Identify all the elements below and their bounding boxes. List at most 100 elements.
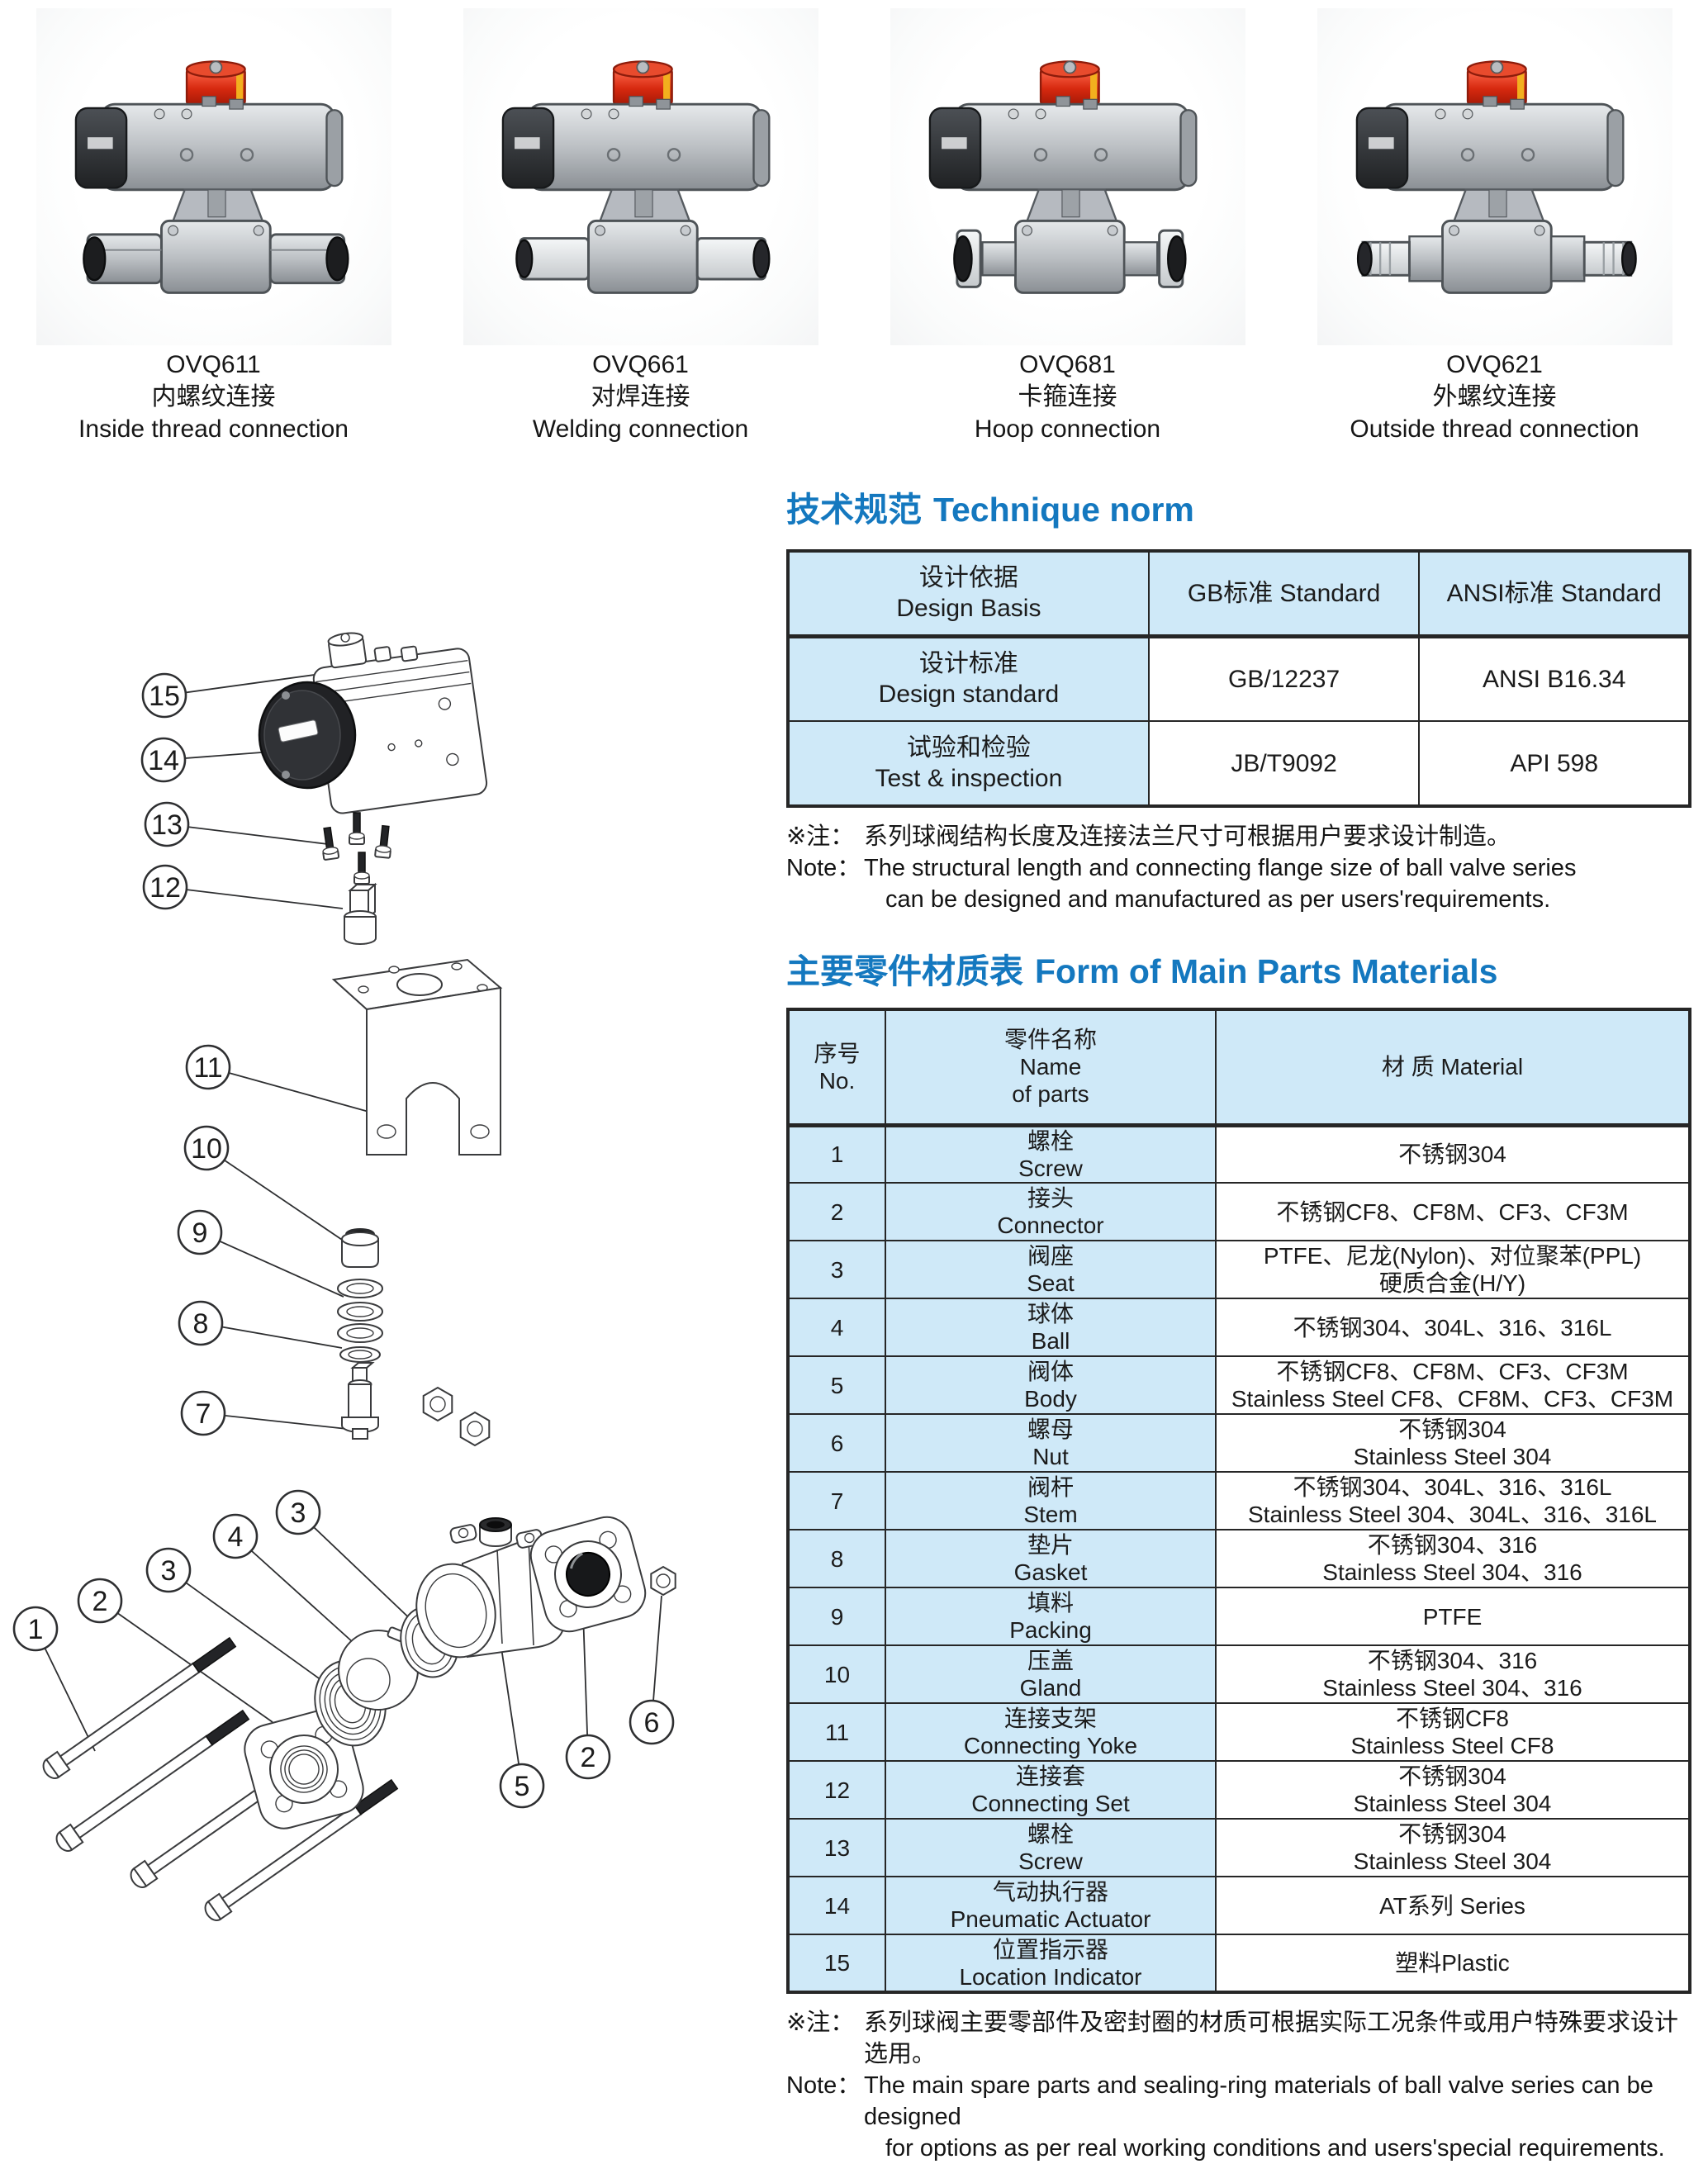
technique-ansi-value: ANSI B16.34	[1418, 635, 1691, 722]
part-material: 不锈钢304 Stainless Steel 304	[1215, 1760, 1691, 1820]
part-ball	[338, 1626, 419, 1711]
part-material-line1: 不锈钢304、316	[1367, 1532, 1538, 1558]
parts-header-name: 零件名称 Name of parts	[885, 1008, 1217, 1127]
part-connecting-set	[344, 882, 377, 945]
actuator-body	[501, 96, 770, 192]
note-label-en: Note：	[786, 2072, 861, 2099]
callout-11: 11	[185, 1044, 231, 1090]
callout-15: 15	[141, 672, 187, 719]
part-actuator-end-cap	[258, 681, 357, 790]
heading-en: Form of Main Parts Materials	[1035, 952, 1498, 990]
technique-header-gb: GB标准 Standard	[1147, 550, 1421, 638]
part-material-line2: 硬质合金(H/Y)	[1378, 1270, 1526, 1296]
part-material-line1: 不锈钢304	[1398, 1763, 1506, 1789]
actuator-red-cap	[612, 60, 673, 106]
part-no: 4	[787, 1298, 886, 1357]
part-material: 不锈钢304 Stainless Steel 304	[1215, 1413, 1691, 1473]
callouts: 15 14 13 12 11 10 9 8 7 3 4 3 2 1 5 2 6	[12, 672, 675, 1809]
part-material-line1: PTFE、尼龙(Nylon)、对位聚苯(PPL)	[1263, 1243, 1642, 1269]
svg-text:8: 8	[193, 1308, 209, 1340]
part-name-en: Seat	[1027, 1270, 1075, 1296]
parts-header-material: 材 质 Material	[1215, 1008, 1691, 1127]
part-material-line2: Stainless Steel CF8	[1350, 1733, 1554, 1758]
part-material: 不锈钢304、316 Stainless Steel 304、316	[1215, 1529, 1691, 1588]
part-name-en: Gasket	[1013, 1559, 1088, 1585]
product-caption: OVQ661 对焊连接 Welding connection	[533, 349, 748, 445]
technique-note: ※注： 系列球阀结构长度及连接法兰尺寸可根据用户要求设计制造。 Note： Th…	[786, 821, 1695, 915]
technique-gb-value: GB/12237	[1147, 635, 1421, 722]
part-nuts	[422, 1386, 676, 1597]
part-material: 不锈钢304、304L、316、316L Stainless Steel 304…	[1215, 1471, 1691, 1530]
product-caption: OVQ681 卡箍连接 Hoop connection	[975, 349, 1160, 445]
svg-text:2: 2	[581, 1742, 596, 1773]
part-name: 接头 Connector	[885, 1182, 1217, 1241]
part-name-en: Nut	[1032, 1444, 1069, 1469]
part-name-cn: 阀杆	[1027, 1474, 1074, 1500]
technique-row-test-inspection: 试验和检验 Test & inspection JB/T9092 API 598	[787, 720, 1691, 807]
svg-text:3: 3	[291, 1497, 306, 1529]
valve-illustration-welding	[501, 60, 770, 294]
actuator-body	[928, 96, 1197, 192]
note-text-en: The main spare parts and sealing-ring ma…	[864, 2072, 1665, 2162]
part-no: 12	[787, 1760, 886, 1820]
product-model: OVQ611	[166, 351, 261, 378]
part-no: 3	[787, 1240, 886, 1299]
svg-text:7: 7	[196, 1398, 211, 1430]
product-name-cn: 内螺纹连接	[151, 383, 276, 410]
parts-header-no: 序号 No.	[787, 1008, 886, 1127]
part-material-line1: 不锈钢304	[1398, 1821, 1506, 1847]
product-gallery: OVQ611 内螺纹连接 Inside thread connection	[0, 8, 1708, 483]
valve-bracket	[1452, 188, 1545, 222]
part-material: 不锈钢304、304L、316、316L	[1215, 1298, 1691, 1357]
product-model: OVQ681	[1019, 351, 1116, 378]
callout-12: 12	[142, 864, 188, 910]
product-caption: OVQ621 外螺纹连接 Outside thread connection	[1350, 349, 1639, 445]
part-material: 不锈钢304 Stainless Steel 304	[1215, 1818, 1691, 1877]
part-material-line1: 塑料Plastic	[1395, 1950, 1510, 1976]
product-ovq621: OVQ621 外螺纹连接 Outside thread connection	[1281, 8, 1708, 483]
part-name: 螺栓 Screw	[885, 1818, 1217, 1877]
svg-text:10: 10	[191, 1133, 222, 1165]
part-no: 8	[787, 1529, 886, 1588]
part-name-cn: 螺栓	[1027, 1127, 1074, 1154]
part-material: PTFE	[1215, 1587, 1691, 1646]
heading-en: Technique norm	[933, 491, 1194, 529]
svg-text:13: 13	[151, 809, 183, 841]
part-name-cn: 位置指示器	[992, 1936, 1108, 1962]
part-stem	[341, 1362, 379, 1440]
part-no: 11	[787, 1702, 886, 1762]
part-no: 7	[787, 1471, 886, 1530]
valve-illustration-outside-thread	[1355, 60, 1637, 294]
part-name: 填料 Packing	[885, 1587, 1217, 1646]
part-no: 2	[787, 1182, 886, 1241]
note-label-cn: ※注：	[786, 2010, 855, 2036]
part-connecting-yoke	[331, 958, 503, 1156]
callout-3b: 3	[145, 1547, 192, 1593]
note-text-cn: 系列球阀主要零部件及密封圈的材质可根据实际工况条件或用户特殊要求设计选用。	[864, 2010, 1679, 2067]
product-name-cn: 对焊连接	[591, 383, 690, 410]
part-material: 不锈钢CF8 Stainless Steel CF8	[1215, 1702, 1691, 1762]
heading-cn: 主要零件材质表	[786, 952, 1023, 990]
part-name-cn: 连接支架	[1003, 1706, 1097, 1731]
technique-table: 设计依据 Design Basis GB标准 Standard ANSI标准 S…	[786, 549, 1691, 808]
parts-table-row: 9 填料 Packing PTFE	[787, 1587, 1691, 1646]
part-name-en: Pneumatic Actuator	[950, 1906, 1151, 1932]
parts-table-row: 7 阀杆 Stem 不锈钢304、304L、316、316L Stainless…	[787, 1471, 1691, 1530]
parts-table-row: 3 阀座 Seat PTFE、尼龙(Nylon)、对位聚苯(PPL) 硬质合金(…	[787, 1240, 1691, 1299]
part-material-line2: Stainless Steel 304、316	[1322, 1559, 1582, 1585]
part-name-en: Connecting Yoke	[963, 1733, 1138, 1758]
part-material-line2: Stainless Steel CF8、CF8M、CF3、CF3M	[1231, 1386, 1674, 1412]
parts-table-row: 6 螺母 Nut 不锈钢304 Stainless Steel 304	[787, 1413, 1691, 1473]
part-material-line1: 不锈钢CF8、CF8M、CF3、CF3M	[1276, 1359, 1629, 1384]
svg-text:5: 5	[515, 1771, 530, 1802]
part-name: 垫片 Gasket	[885, 1529, 1217, 1588]
actuator-body	[74, 96, 343, 192]
part-material-line1: 不锈钢304、304L、316、316L	[1293, 1314, 1612, 1341]
svg-text:11: 11	[193, 1052, 222, 1084]
parts-table-row: 5 阀体 Body 不锈钢CF8、CF8M、CF3、CF3M Stainless…	[787, 1355, 1691, 1415]
product-name-en: Hoop connection	[974, 415, 1161, 443]
product-photo	[36, 8, 391, 345]
svg-text:3: 3	[161, 1555, 177, 1587]
product-photo	[1317, 8, 1672, 345]
